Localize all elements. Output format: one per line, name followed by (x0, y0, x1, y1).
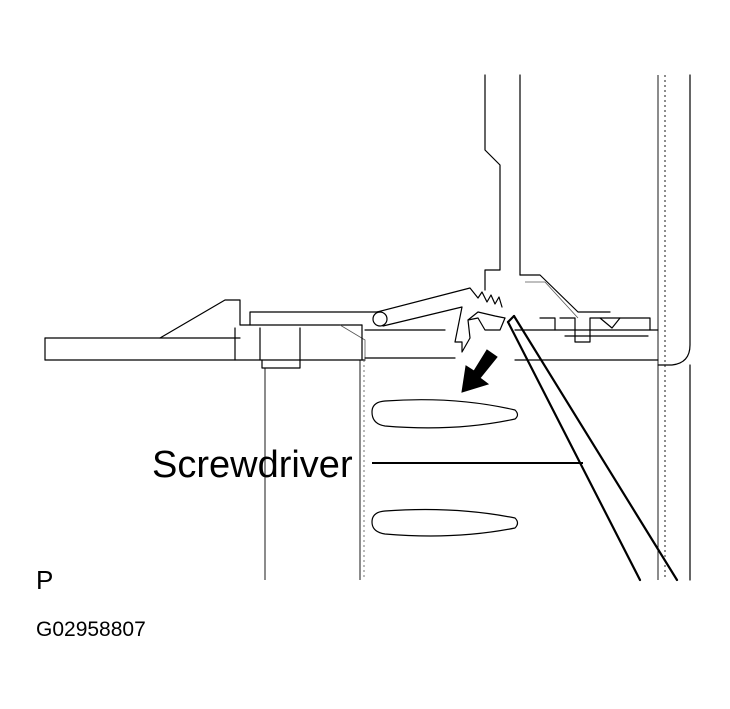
lower-panel (264, 360, 519, 580)
right-housing (484, 74, 691, 581)
retaining-clip (372, 287, 506, 353)
figure-code: G02958807 (36, 618, 146, 641)
screwdriver (506, 314, 679, 582)
screwdriver-callout-label: Screwdriver (152, 444, 353, 486)
arrow-down-left-icon (461, 349, 498, 393)
trim-panel (44, 299, 659, 369)
view-marker: P (36, 565, 53, 595)
